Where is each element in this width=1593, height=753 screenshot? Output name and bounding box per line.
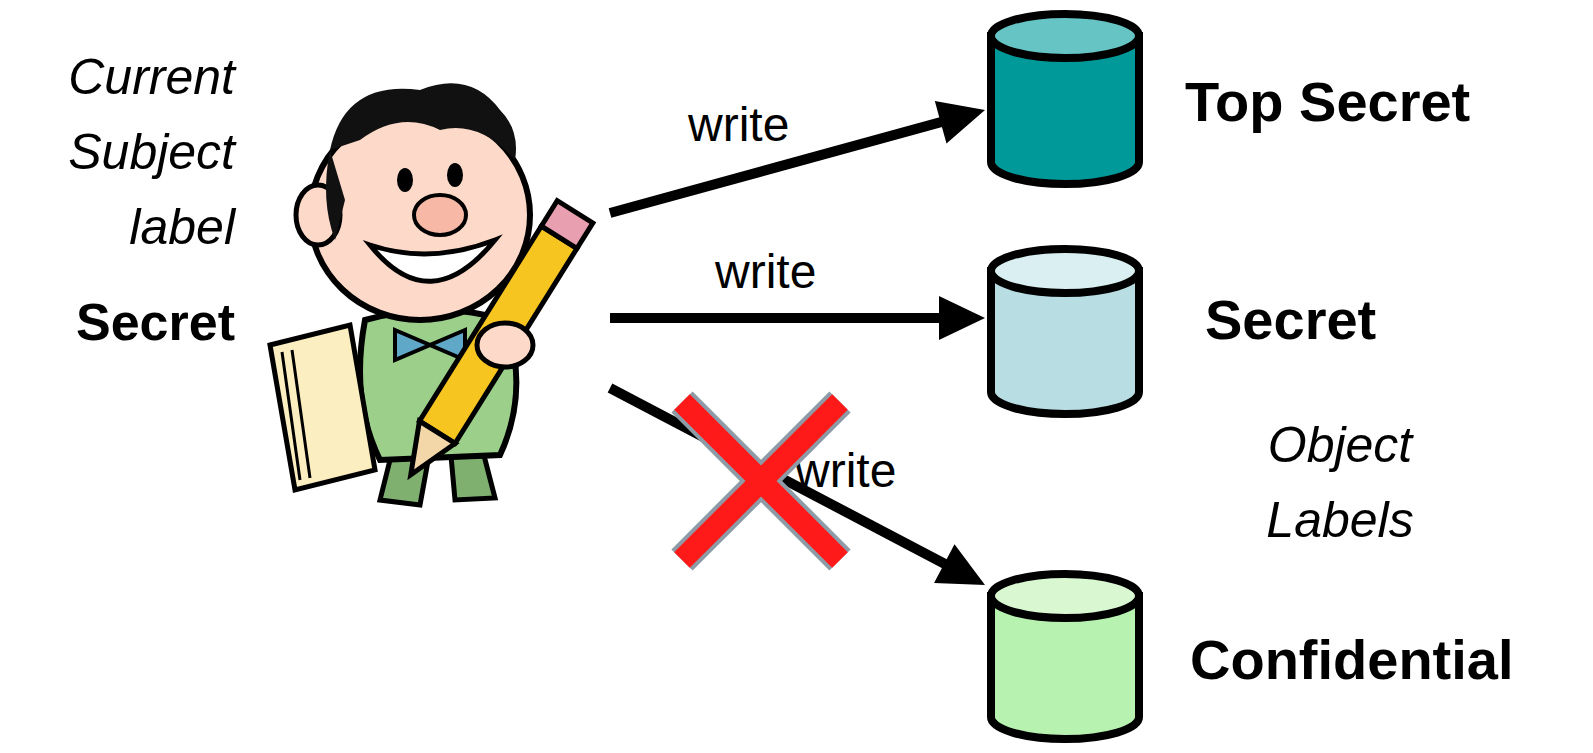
mouth xyxy=(370,240,495,281)
hair xyxy=(330,83,516,160)
object-label: Top Secret xyxy=(1185,70,1555,134)
paper-lines xyxy=(282,350,310,480)
arrow-head xyxy=(935,101,985,143)
eye xyxy=(447,163,463,187)
object-caption: Object Labels xyxy=(1220,408,1460,558)
cylinder-shape xyxy=(985,243,1145,418)
edge-label: write xyxy=(688,97,789,152)
eye xyxy=(397,168,413,192)
object-label: Secret xyxy=(1205,288,1555,352)
edge-label: write xyxy=(715,244,816,299)
write-arrow xyxy=(610,296,985,340)
cylinder-shape xyxy=(985,8,1145,188)
sideburn xyxy=(326,150,345,240)
subject-label: Secret xyxy=(10,292,235,352)
object-label: Confidential xyxy=(1190,628,1560,692)
pencil-body xyxy=(419,226,576,443)
pencil-tip xyxy=(393,421,455,486)
write-arrow xyxy=(610,101,985,213)
data-store: Top Secret xyxy=(985,8,1565,188)
hand xyxy=(477,323,533,367)
cylinder-lid xyxy=(991,249,1139,293)
write-arrow xyxy=(610,388,985,585)
arrow-head xyxy=(934,544,985,585)
subject-figure: Current Subject labelSecret xyxy=(10,40,610,510)
paper xyxy=(270,325,375,490)
nose xyxy=(414,195,466,235)
cylinder-lid xyxy=(991,574,1139,618)
bowtie xyxy=(395,330,465,360)
data-store: Secret xyxy=(985,243,1565,418)
cylinder-shape xyxy=(985,568,1145,743)
subject-caption: Current Subject label xyxy=(10,40,235,265)
arrow-head xyxy=(939,296,985,340)
pencil-eraser xyxy=(541,201,593,249)
cylinder-lid xyxy=(991,14,1139,58)
edge-label: write xyxy=(795,443,896,498)
pencil xyxy=(393,201,593,486)
arrow-shaft xyxy=(610,388,948,565)
arrow-shaft xyxy=(610,313,943,323)
data-store: Confidential xyxy=(985,568,1565,743)
